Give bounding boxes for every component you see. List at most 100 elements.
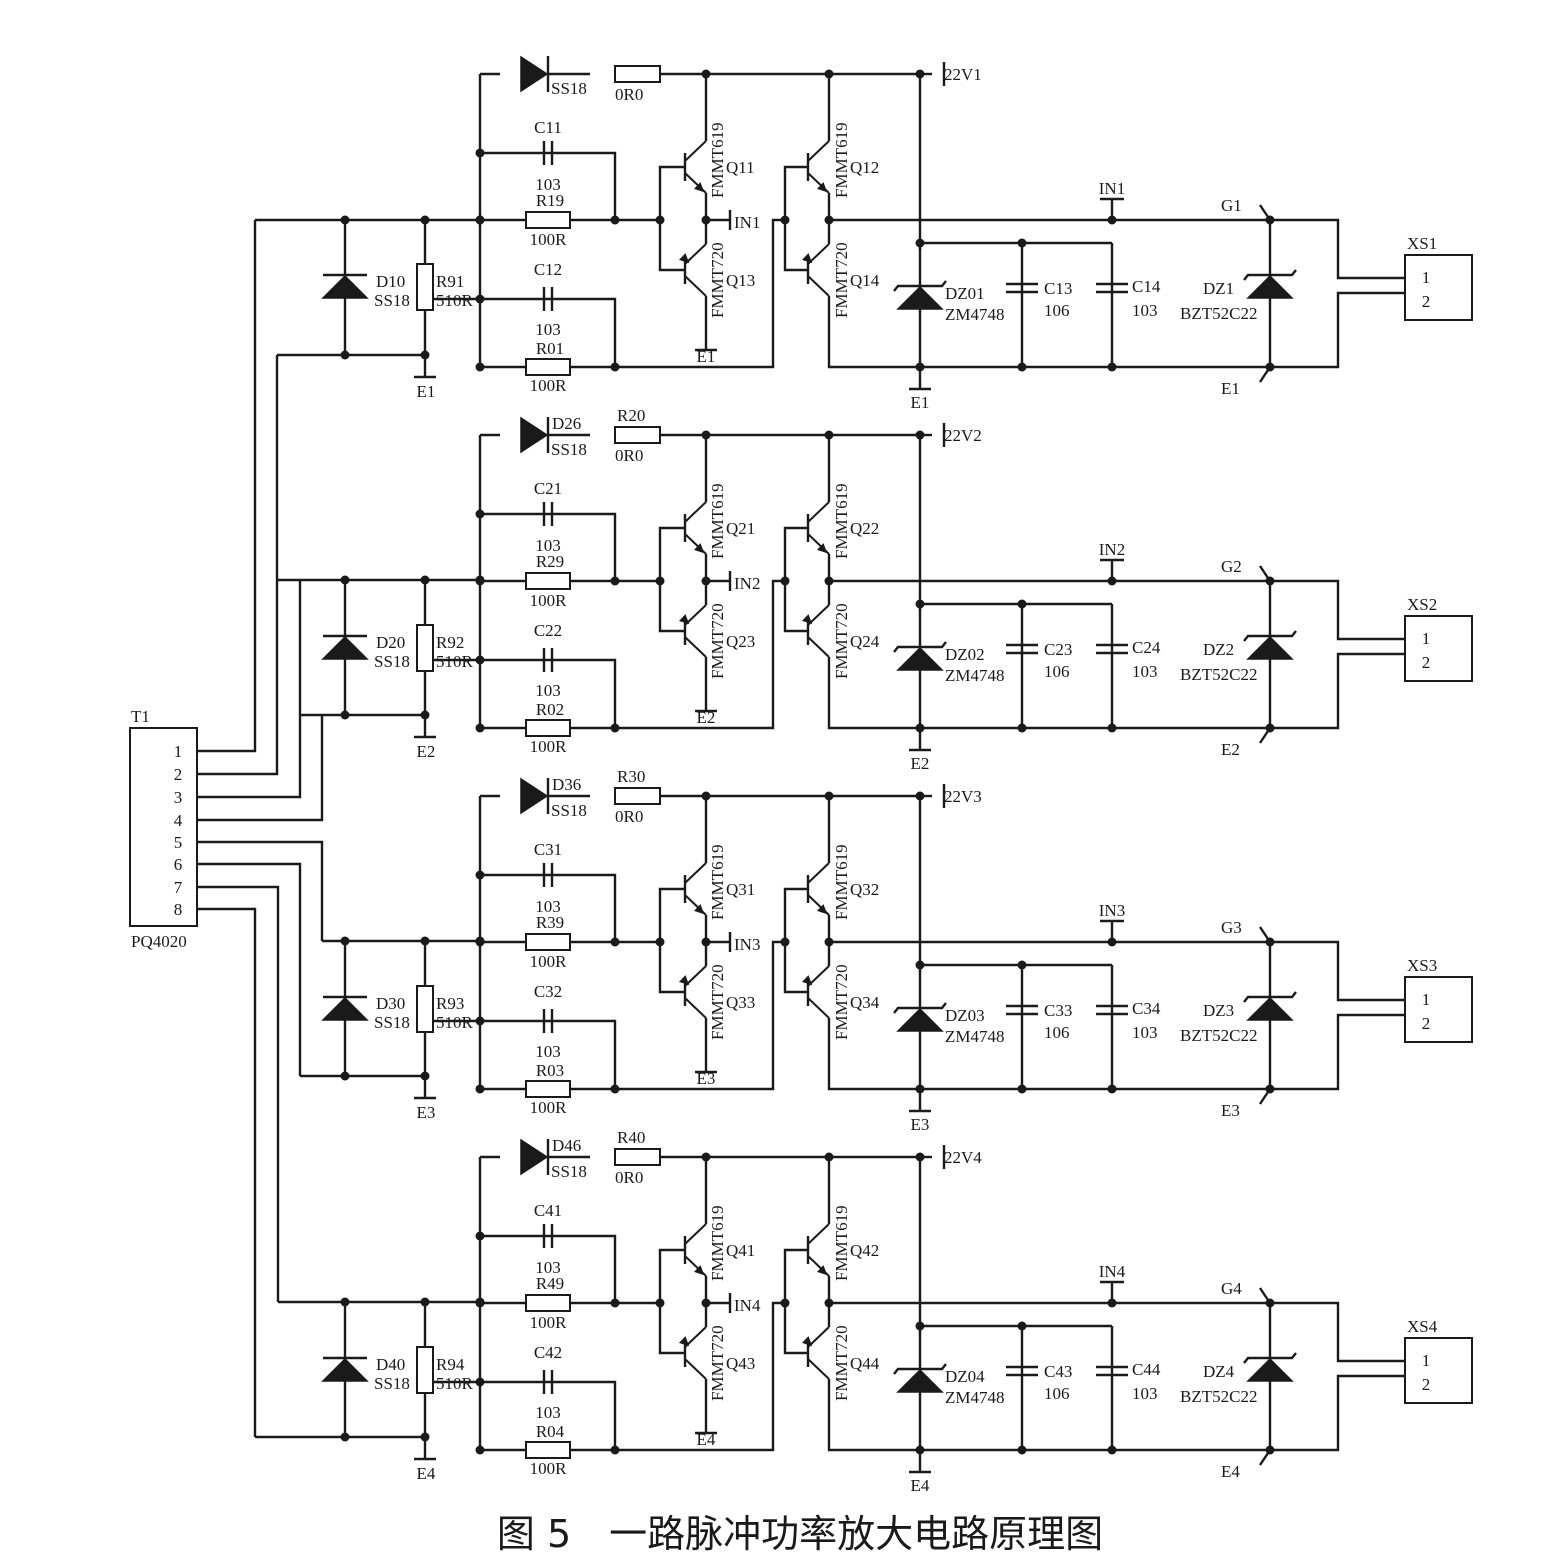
junction-dot: [780, 1298, 790, 1308]
transistor-collector: [807, 140, 830, 162]
ground-label-driver: E4: [697, 1430, 716, 1449]
transistor-pnp-part-b: FMMT720: [832, 1325, 851, 1401]
junction-dot: [340, 575, 350, 585]
transformer-ref: T1: [131, 707, 150, 726]
junction-dot: [475, 870, 485, 880]
wire: [480, 512, 617, 581]
junction-dot: [340, 215, 350, 225]
wire: [783, 220, 808, 272]
zener-cathode-bar: [893, 641, 947, 653]
junction-dot: [701, 1298, 711, 1308]
wire: [783, 581, 808, 633]
junction-dot: [1265, 362, 1275, 372]
connector-pin-2: 2: [1422, 653, 1431, 672]
junction-dot: [1107, 937, 1117, 947]
transistor-pnp-part-b: FMMT720: [832, 603, 851, 679]
transistor-arrow: [694, 182, 705, 193]
zener-a-ref: DZ03: [945, 1006, 985, 1025]
transistor-arrow: [802, 614, 813, 625]
transistor-npn-part-b: FMMT619: [832, 483, 851, 559]
cap-a-value: 106: [1044, 662, 1070, 681]
junction-dot: [915, 960, 925, 970]
cap-top-value: 103: [535, 175, 561, 194]
resistor: [525, 358, 571, 376]
transistor-collector: [684, 275, 707, 297]
cap-a-ref: C33: [1044, 1001, 1072, 1020]
input-tap-label: IN4: [1099, 1262, 1126, 1281]
transistor-arrow: [679, 975, 690, 986]
cap-a-ref: C13: [1044, 279, 1072, 298]
wire: [783, 942, 808, 994]
resistor: [416, 263, 434, 311]
junction-dot: [340, 1432, 350, 1442]
zener-a-part: ZM4748: [945, 1388, 1005, 1407]
junction-dot: [1265, 937, 1275, 947]
transformer-pin-8: 8: [174, 900, 183, 919]
zener-cathode-bar: [893, 1002, 947, 1014]
resistor-top-ref: R40: [617, 1128, 645, 1147]
resistor: [525, 719, 571, 737]
junction-dot: [1107, 1445, 1117, 1455]
diode-top-ref: D36: [552, 775, 581, 794]
cap-bottom-value: 103: [535, 320, 561, 339]
amplifier-channel-4: E422V4D46SS18R400R0C41103R49100RC42103R0…: [255, 1128, 1473, 1495]
cap-bottom-value: 103: [535, 1042, 561, 1061]
resistor-top-ref: R30: [617, 767, 645, 786]
connector-pin-2: 2: [1422, 292, 1431, 311]
transistor-qb-ref: Q42: [850, 1241, 879, 1260]
resistor-bottom-value: 100R: [530, 1459, 568, 1478]
junction-dot: [475, 1377, 485, 1387]
wire: [197, 907, 257, 1437]
transistor-arrow: [817, 182, 828, 193]
junction-dot: [655, 576, 665, 586]
transformer-pin-3: 3: [174, 788, 183, 807]
transistor-qb-ref: Q12: [850, 158, 879, 177]
wire: [480, 579, 785, 730]
zener-b-part: BZT52C22: [1180, 304, 1257, 323]
transistor-collector: [684, 636, 707, 658]
resistor-left-value: 510R: [436, 291, 474, 310]
junction-dot: [701, 215, 711, 225]
diode: [321, 274, 369, 299]
wire: [829, 1301, 1405, 1363]
wire: [480, 873, 617, 942]
junction-dot: [824, 791, 834, 801]
transistor-collector: [807, 501, 830, 523]
ground-label-left: E4: [417, 1464, 436, 1483]
transistor-npn-part-a: FMMT619: [708, 1205, 727, 1281]
resistor-left-value: 510R: [436, 1374, 474, 1393]
resistor-left-value: 510R: [436, 1013, 474, 1032]
junction-dot: [701, 576, 711, 586]
resistor-top-value: 0R0: [615, 85, 643, 104]
ground-label-driver: E2: [697, 708, 716, 727]
zener-b-ref: DZ2: [1203, 640, 1234, 659]
junction-dot: [1017, 599, 1027, 609]
zener-a-part: ZM4748: [945, 305, 1005, 324]
resistor: [525, 211, 571, 229]
resistor-bottom-ref: R04: [536, 1422, 565, 1441]
junction-dot: [420, 575, 430, 585]
wire: [827, 1374, 1405, 1452]
cap-top-ref: C41: [534, 1201, 562, 1220]
cap-b-ref: C24: [1132, 638, 1161, 657]
junction-dot: [475, 215, 485, 225]
junction-dot: [1017, 362, 1027, 372]
junction-dot: [915, 1321, 925, 1331]
transistor-emitter: [684, 1326, 707, 1348]
junction-dot: [780, 937, 790, 947]
junction-dot: [420, 1432, 430, 1442]
input-label: IN4: [734, 1296, 761, 1315]
resistor: [525, 1441, 571, 1459]
junction-dot: [1107, 362, 1117, 372]
zener-diode: [1246, 996, 1294, 1021]
transistor-qc-ref: Q33: [726, 993, 755, 1012]
diode: [520, 55, 549, 93]
transistor-collector: [807, 997, 830, 1019]
transformer-part: PQ4020: [131, 932, 187, 951]
cap-b-value: 103: [1132, 1023, 1158, 1042]
resistor-bottom-value: 100R: [530, 1098, 568, 1117]
junction-dot: [610, 576, 620, 586]
zener-cathode-bar: [893, 280, 947, 292]
diode-top-ref: D46: [552, 1136, 581, 1155]
